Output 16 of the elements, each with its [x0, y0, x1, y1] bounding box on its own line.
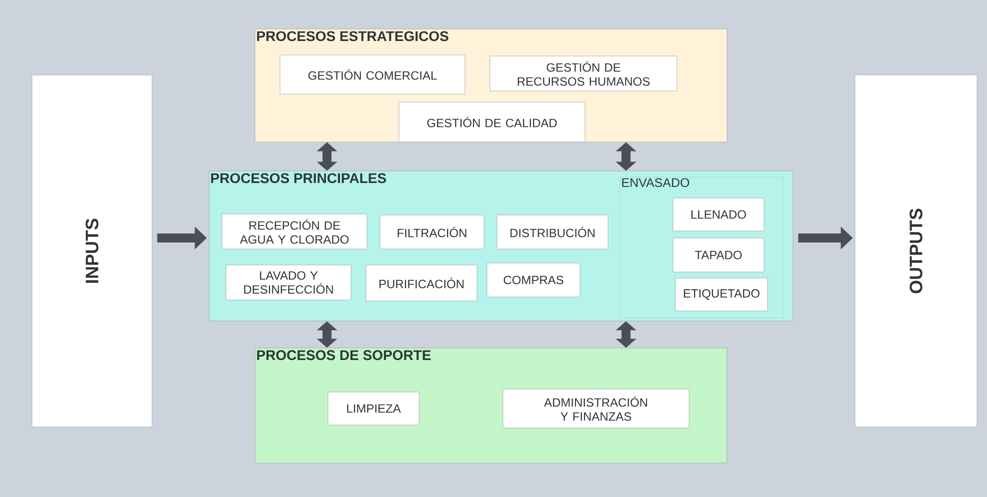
process-box: DISTRIBUCIÓN — [496, 214, 608, 250]
process-box: RECEPCIÓN DE AGUA Y CLORADO — [222, 214, 368, 250]
process-box: LLENADO — [672, 198, 764, 232]
process-box: GESTIÓN DE RECURSOS HUMANOS — [490, 56, 678, 92]
process-box: LAVADO Y DESINFECCIÓN — [226, 264, 352, 300]
process-box: ETIQUETADO — [675, 278, 768, 312]
process-box: PURIFICACIÓN — [366, 264, 478, 302]
process-box: TAPADO — [672, 238, 764, 272]
process-box: LIMPIEZA — [328, 392, 420, 426]
process-box: GESTIÓN DE CALIDAD — [398, 102, 586, 142]
process-box: GESTIÓN COMERCIAL — [280, 54, 466, 94]
side-box: INPUTS — [32, 74, 152, 428]
side-box: OUTPUTS — [854, 74, 978, 428]
process-box: ADMINISTRACIÓN Y FINANZAS — [502, 388, 690, 428]
process-box: COMPRAS — [486, 262, 580, 298]
process-box: FILTRACIÓN — [380, 214, 484, 250]
